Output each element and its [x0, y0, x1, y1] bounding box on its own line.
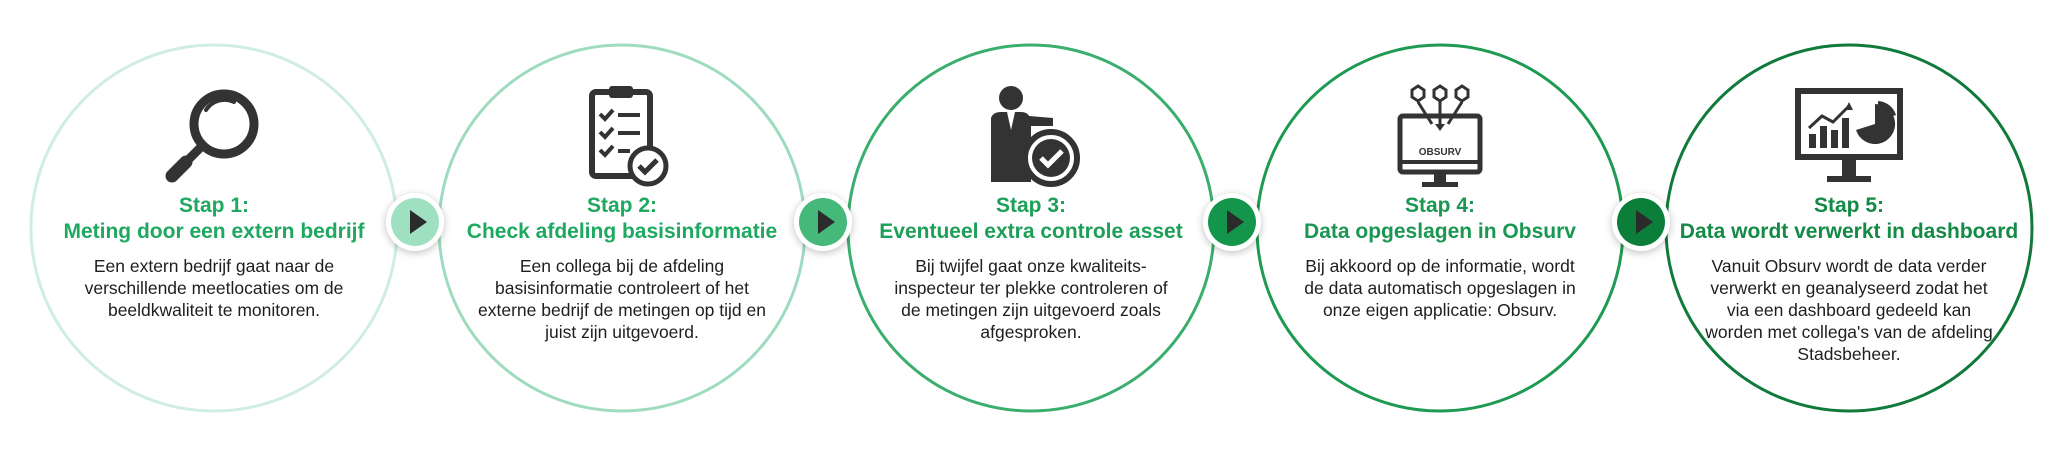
step-4: OBSURV Stap 4: Data opgeslagen in Obsurv…: [1256, 42, 1624, 410]
step-1-title: Meting door een extern bedrijf: [63, 220, 365, 243]
next-step-connector-1: [386, 193, 444, 251]
step-2-number: Stap 2:: [586, 194, 657, 217]
step-1-number: Stap 1:: [178, 194, 249, 217]
next-step-connector-3: [1203, 193, 1261, 251]
step-5-title: Data wordt verwerkt in dashboard: [1679, 220, 2019, 243]
clipboard-check-icon: [562, 82, 682, 192]
play-arrow-icon: [1227, 210, 1244, 234]
step-2-title: Check afdeling basisinformatie: [466, 220, 778, 243]
obsurv-logo-text: OBSURV: [1419, 147, 1462, 158]
play-arrow-icon: [410, 210, 427, 234]
step-5: Stap 5: Data wordt verwerkt in dashboard…: [1665, 42, 2033, 410]
play-arrow-icon: [1636, 210, 1653, 234]
step-3-title: Eventueel extra controle asset: [879, 220, 1183, 243]
step-3-description: Bij twijfel gaat onze kwaliteits-inspect…: [894, 256, 1168, 342]
play-arrow-icon: [818, 210, 835, 234]
step-3: Stap 3: Eventueel extra controle asset B…: [847, 42, 1215, 410]
step-4-number: Stap 4:: [1404, 194, 1475, 217]
step-2: Stap 2: Check afdeling basisinformatie E…: [438, 42, 806, 410]
dashboard-chart-icon: [1789, 82, 1909, 192]
step-5-number: Stap 5:: [1813, 194, 1884, 217]
step-2-description: Een collega bij de afdeling basisinforma…: [478, 256, 766, 342]
next-step-connector-4: [1612, 193, 1670, 251]
magnifier-icon: [154, 82, 274, 192]
step-4-title: Data opgeslagen in Obsurv: [1304, 220, 1576, 243]
inspector-check-icon: [971, 82, 1091, 192]
next-step-connector-2: [794, 193, 852, 251]
step-4-description: Bij akkoord op de informatie, wordt de d…: [1304, 256, 1576, 320]
step-1: Stap 1: Meting door een extern bedrijf E…: [30, 42, 398, 410]
step-3-number: Stap 3:: [995, 194, 1066, 217]
step-5-description: Vanuit Obsurv wordt de data verder verwe…: [1705, 256, 1993, 364]
monitor-data-icon: OBSURV: [1380, 82, 1500, 192]
step-1-description: Een extern bedrijf gaat naar de verschil…: [84, 256, 344, 320]
